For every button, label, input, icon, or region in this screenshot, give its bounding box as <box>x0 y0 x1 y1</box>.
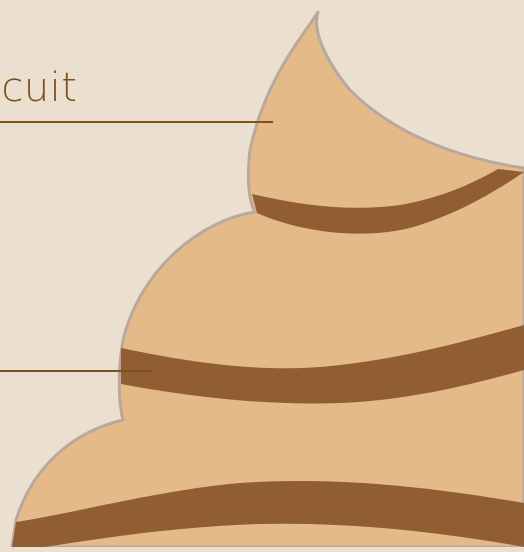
leader-line-top <box>0 121 273 123</box>
leader-line-middle <box>0 370 151 372</box>
cream-swirl-body <box>12 12 524 547</box>
ingredient-label-biscuit: scuit <box>0 68 77 108</box>
